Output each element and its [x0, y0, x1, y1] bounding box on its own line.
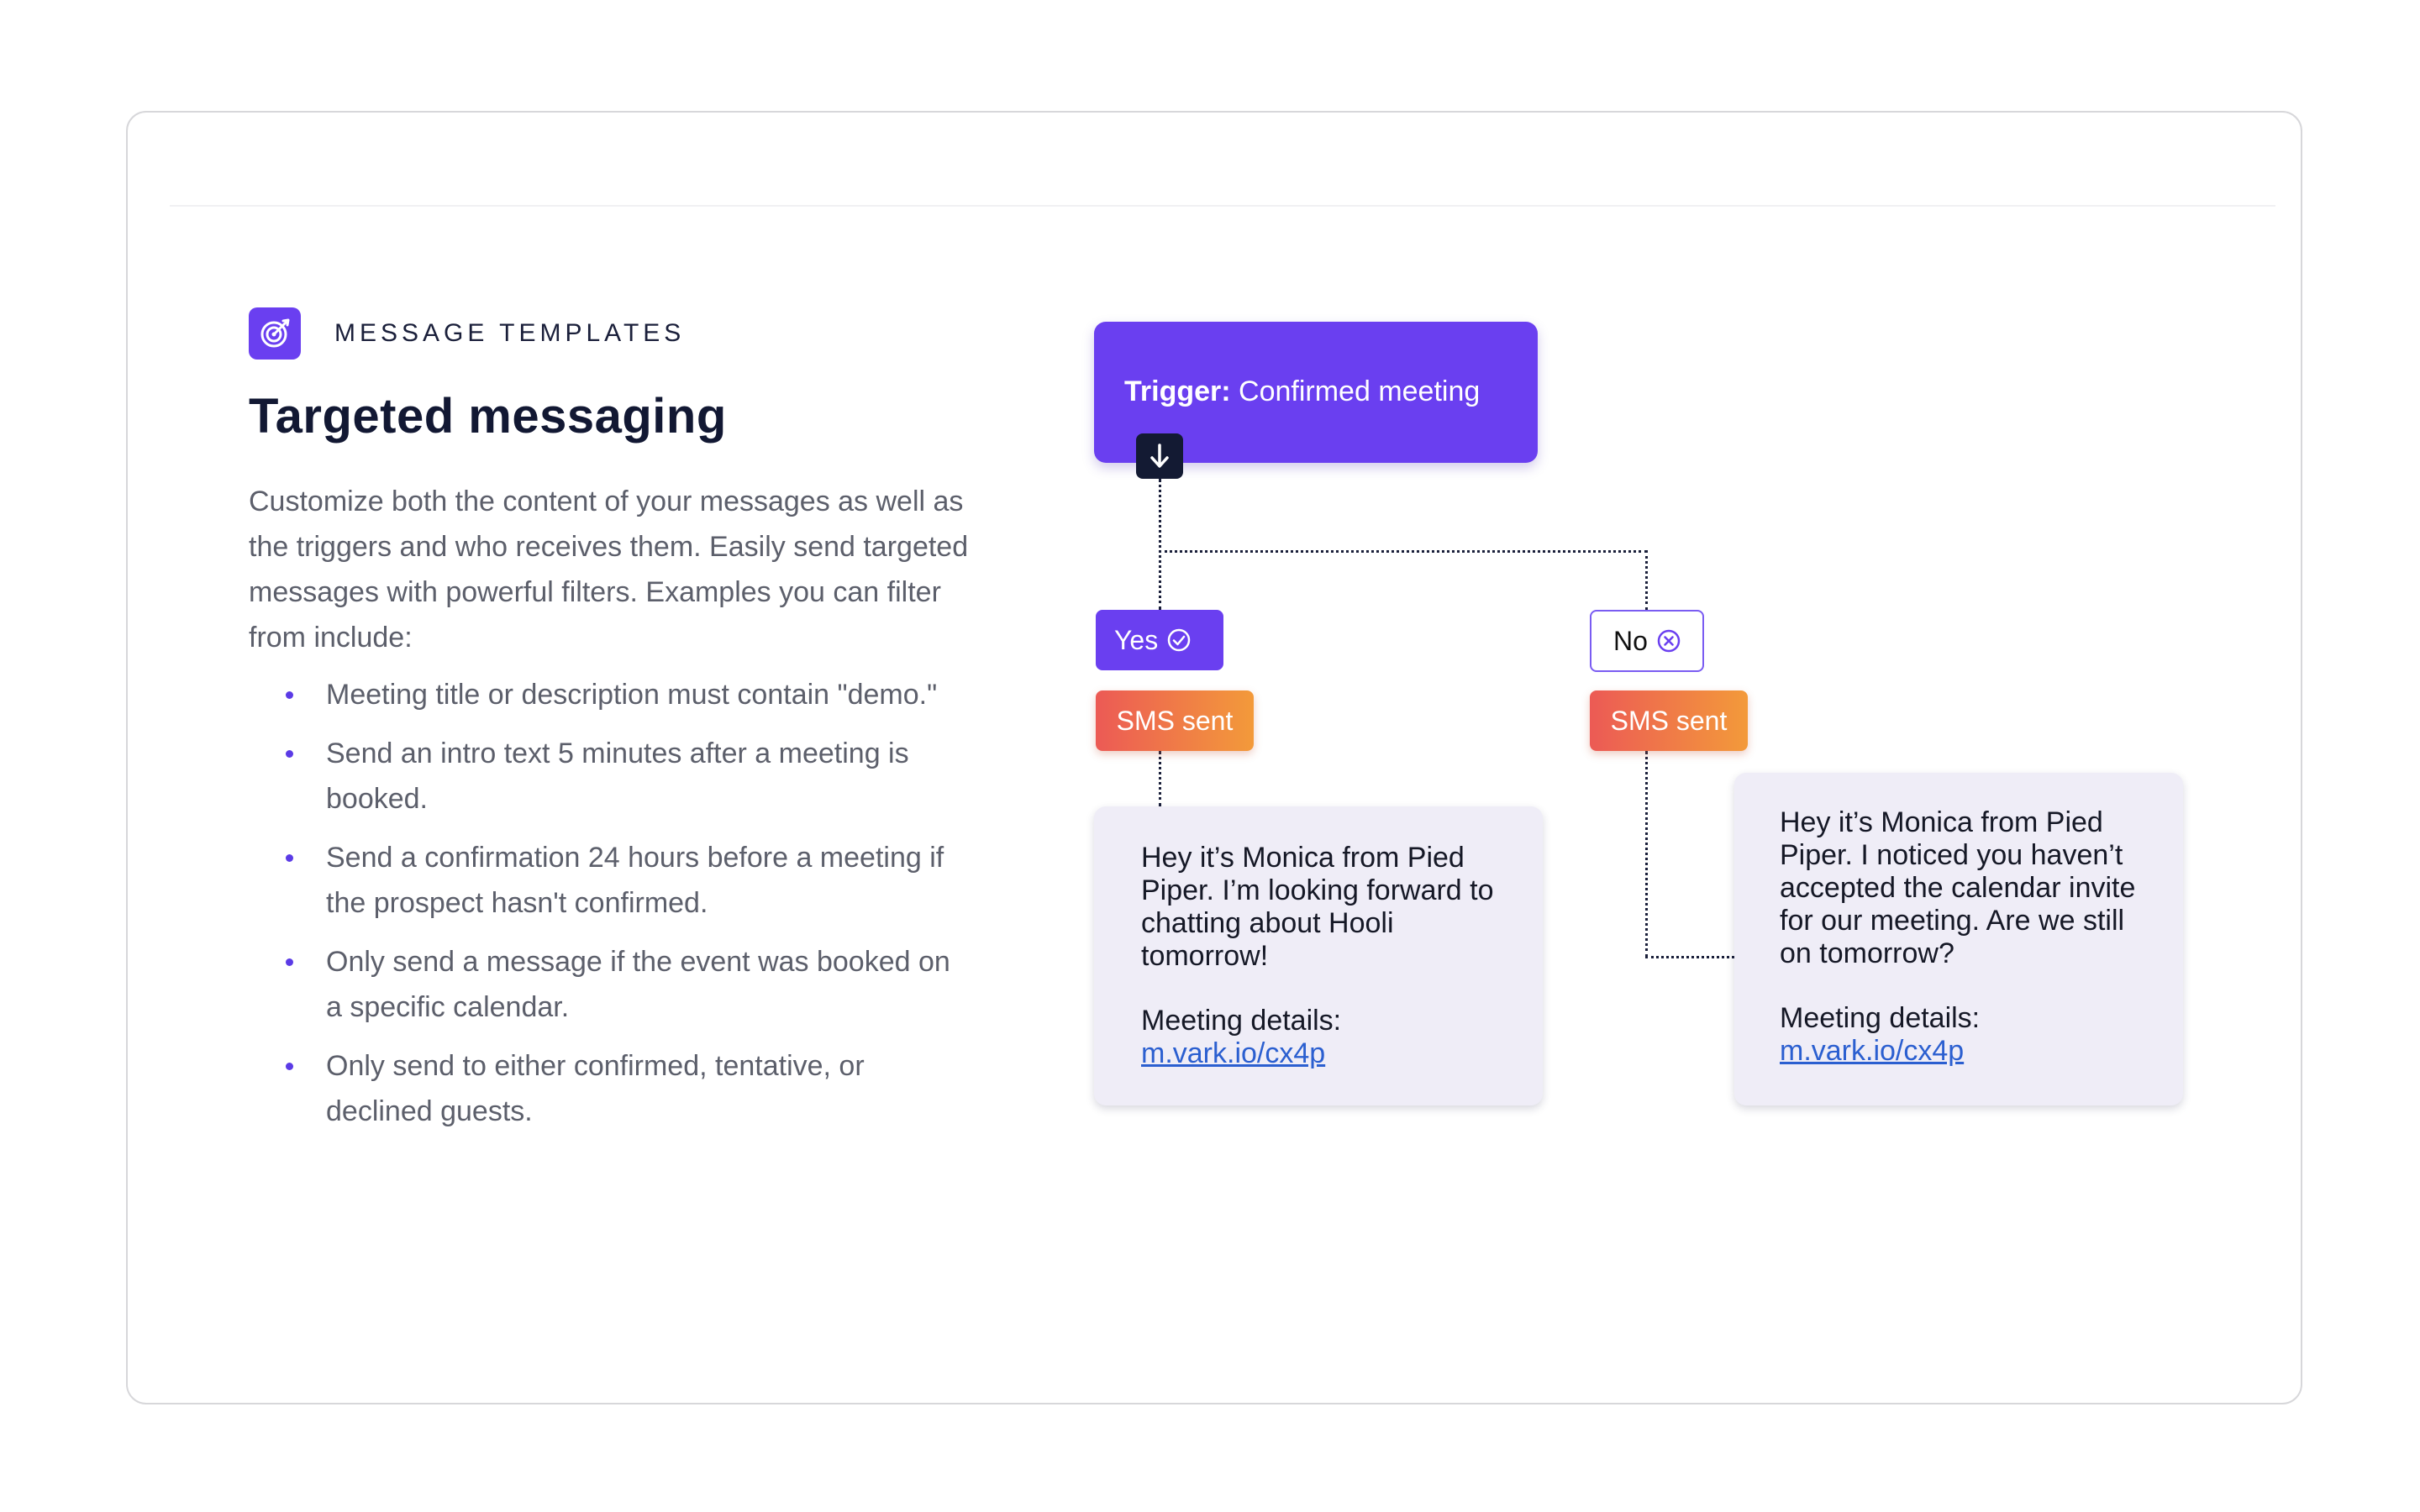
connector-branch-no	[1645, 550, 1648, 610]
meeting-details-label: Meeting details:	[1780, 1002, 1981, 1034]
trigger-node[interactable]: Trigger: Confirmed meeting	[1094, 322, 1538, 463]
list-item: Send a confirmation 24 hours before a me…	[249, 835, 971, 926]
connector-card-no	[1645, 956, 1734, 958]
message-card-no: Hey it’s Monica from Pied Piper. I notic…	[1734, 773, 2183, 1105]
bullet-dot	[286, 958, 293, 966]
description-text: Customize both the content of your messa…	[249, 486, 969, 654]
eyebrow-label: MESSAGE TEMPLATES	[334, 319, 686, 347]
list-item: Send an intro text 5 minutes after a mee…	[249, 731, 971, 822]
list-item: Only send a message if the event was boo…	[249, 939, 971, 1030]
list-item: Meeting title or description must contai…	[249, 672, 971, 717]
list-item: Only send to either confirmed, tentative…	[249, 1043, 971, 1134]
branch-no-label: No	[1613, 625, 1648, 656]
message-body: Hey it’s Monica from Pied Piper. I’m loo…	[1141, 842, 1494, 972]
meeting-link[interactable]: m.vark.io/cx4p	[1780, 1035, 1965, 1067]
sms-sent-yes[interactable]: SMS sent	[1096, 690, 1254, 751]
connector-trigger-yes	[1159, 479, 1161, 610]
message-body: Hey it’s Monica from Pied Piper. I notic…	[1780, 806, 2136, 969]
bullet-dot	[286, 750, 293, 758]
target-icon	[249, 307, 301, 360]
message-card-yes: Hey it’s Monica from Pied Piper. I’m loo…	[1094, 806, 1543, 1105]
check-circle-icon	[1166, 627, 1192, 653]
trigger-prefix: Trigger:	[1124, 375, 1231, 407]
bullet-dot	[286, 691, 293, 699]
branch-yes[interactable]: Yes	[1096, 610, 1223, 670]
filter-examples-list: Meeting title or description must contai…	[249, 672, 971, 1147]
meeting-details-label: Meeting details:	[1141, 1005, 1342, 1037]
arrow-down-icon	[1136, 433, 1183, 479]
branch-yes-label: Yes	[1114, 624, 1159, 655]
trigger-value: Confirmed meeting	[1239, 375, 1481, 407]
top-divider	[170, 205, 2275, 207]
bullet-dot	[286, 1063, 293, 1070]
branch-no[interactable]: No	[1590, 610, 1704, 672]
connector-sms-card-yes	[1159, 751, 1161, 806]
x-circle-icon	[1656, 628, 1681, 654]
section-eyebrow: MESSAGE TEMPLATES	[249, 307, 686, 360]
meeting-link[interactable]: m.vark.io/cx4p	[1141, 1037, 1326, 1069]
sms-sent-no[interactable]: SMS sent	[1590, 690, 1748, 751]
bullet-dot	[286, 854, 293, 862]
connector-sms-card-no	[1645, 751, 1648, 958]
connector-branch	[1159, 550, 1647, 553]
trigger-text: Trigger: Confirmed meeting	[1124, 375, 1480, 408]
page-title: Targeted messaging	[249, 389, 727, 444]
